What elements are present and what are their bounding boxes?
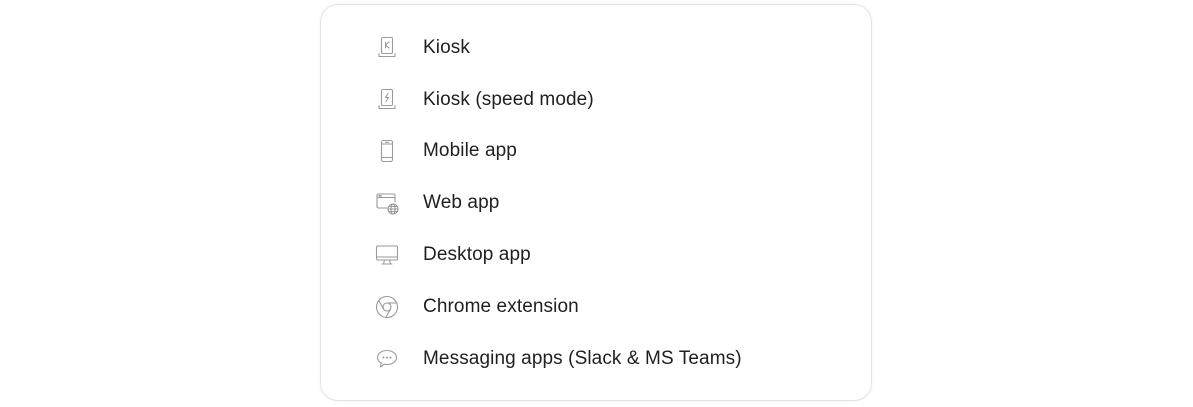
option-kiosk[interactable]: Kiosk bbox=[321, 22, 871, 74]
platform-options-card: Kiosk Kiosk (speed mode) Mobile app bbox=[320, 4, 872, 401]
option-kiosk-speed-mode-label: Kiosk (speed mode) bbox=[423, 88, 594, 110]
option-kiosk-speed-mode[interactable]: Kiosk (speed mode) bbox=[321, 74, 871, 126]
browser-globe-icon bbox=[373, 189, 401, 217]
option-messaging-apps[interactable]: Messaging apps (Slack & MS Teams) bbox=[321, 333, 871, 385]
option-mobile-app[interactable]: Mobile app bbox=[321, 126, 871, 178]
option-web-app[interactable]: Web app bbox=[321, 177, 871, 229]
option-web-app-label: Web app bbox=[423, 192, 500, 214]
chrome-icon bbox=[373, 293, 401, 321]
option-kiosk-label: Kiosk bbox=[423, 36, 470, 58]
mobile-phone-icon bbox=[373, 137, 401, 165]
option-desktop-app-label: Desktop app bbox=[423, 244, 531, 266]
kiosk-icon bbox=[373, 34, 401, 62]
option-chrome-extension-label: Chrome extension bbox=[423, 295, 579, 317]
option-mobile-app-label: Mobile app bbox=[423, 140, 517, 162]
desktop-monitor-icon bbox=[373, 241, 401, 269]
option-messaging-apps-label: Messaging apps (Slack & MS Teams) bbox=[423, 347, 742, 369]
option-desktop-app[interactable]: Desktop app bbox=[321, 229, 871, 281]
option-chrome-extension[interactable]: Chrome extension bbox=[321, 281, 871, 333]
platform-options-list: Kiosk Kiosk (speed mode) Mobile app bbox=[321, 22, 871, 385]
kiosk-speed-icon bbox=[373, 86, 401, 114]
chat-bubble-icon bbox=[373, 345, 401, 373]
